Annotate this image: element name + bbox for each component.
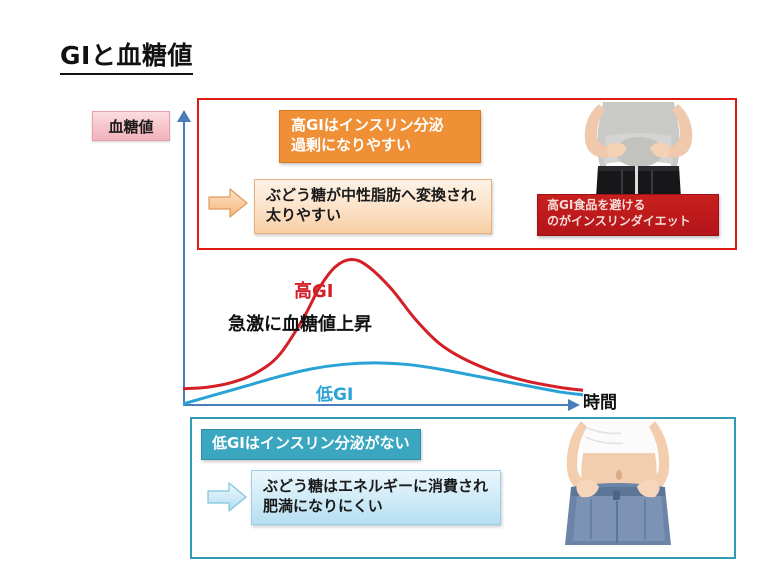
low-gi-headline-chip: 低GIはインスリン分泌がない bbox=[201, 429, 421, 460]
low-gi-detail-line1: ぶどう糖はエネルギーに消費され bbox=[263, 477, 489, 495]
x-axis-arrowhead bbox=[568, 399, 580, 411]
high-gi-callout-line1: 高GI食品を避ける bbox=[547, 198, 646, 212]
loose-jeans-illustration bbox=[525, 419, 708, 551]
curve-label-high-gi: 高GI bbox=[294, 281, 334, 302]
high-gi-headline-chip: 高GIはインスリン分泌 過剰になりやすい bbox=[279, 110, 481, 163]
high-gi-headline-line1: 高GIはインスリン分泌 bbox=[291, 116, 444, 134]
y-axis-arrowhead bbox=[177, 110, 191, 122]
arrow-right-orange-icon bbox=[207, 186, 249, 220]
high-gi-detail-box: ぶどう糖が中性脂肪へ変換され 太りやすい bbox=[254, 179, 492, 234]
y-axis-label: 血糖値 bbox=[92, 111, 170, 141]
curve-label-low-gi: 低GI bbox=[316, 385, 354, 405]
loose-jeans-photo bbox=[525, 419, 708, 551]
high-gi-callout-line2: のがインスリンダイエット bbox=[547, 213, 691, 228]
high-gi-detail-line1: ぶどう糖が中性脂肪へ変換され bbox=[266, 186, 477, 204]
arrow-right-blue-icon bbox=[206, 480, 248, 514]
low-gi-headline-line1: 低GIはインスリン分泌がない bbox=[212, 434, 410, 452]
page-title: GIと血糖値 bbox=[60, 41, 193, 75]
curve-plot bbox=[181, 258, 585, 406]
curve-annotation-rapid-rise: 急激に血糖値上昇 bbox=[228, 314, 372, 335]
blood-glucose-curves bbox=[181, 255, 585, 407]
low-gi-detail-line2: 肥満になりにくい bbox=[263, 497, 383, 516]
high-gi-headline-line2: 過剰になりやすい bbox=[291, 135, 412, 154]
low-gi-detail-box: ぶどう糖はエネルギーに消費され 肥満になりにくい bbox=[251, 470, 501, 525]
y-axis-line bbox=[183, 118, 185, 406]
x-axis-line bbox=[183, 404, 571, 406]
high-gi-callout-chip: 高GI食品を避ける のがインスリンダイエット bbox=[537, 194, 719, 236]
x-axis-label: 時間 bbox=[583, 393, 617, 413]
high-gi-detail-line2: 太りやすい bbox=[266, 206, 342, 225]
